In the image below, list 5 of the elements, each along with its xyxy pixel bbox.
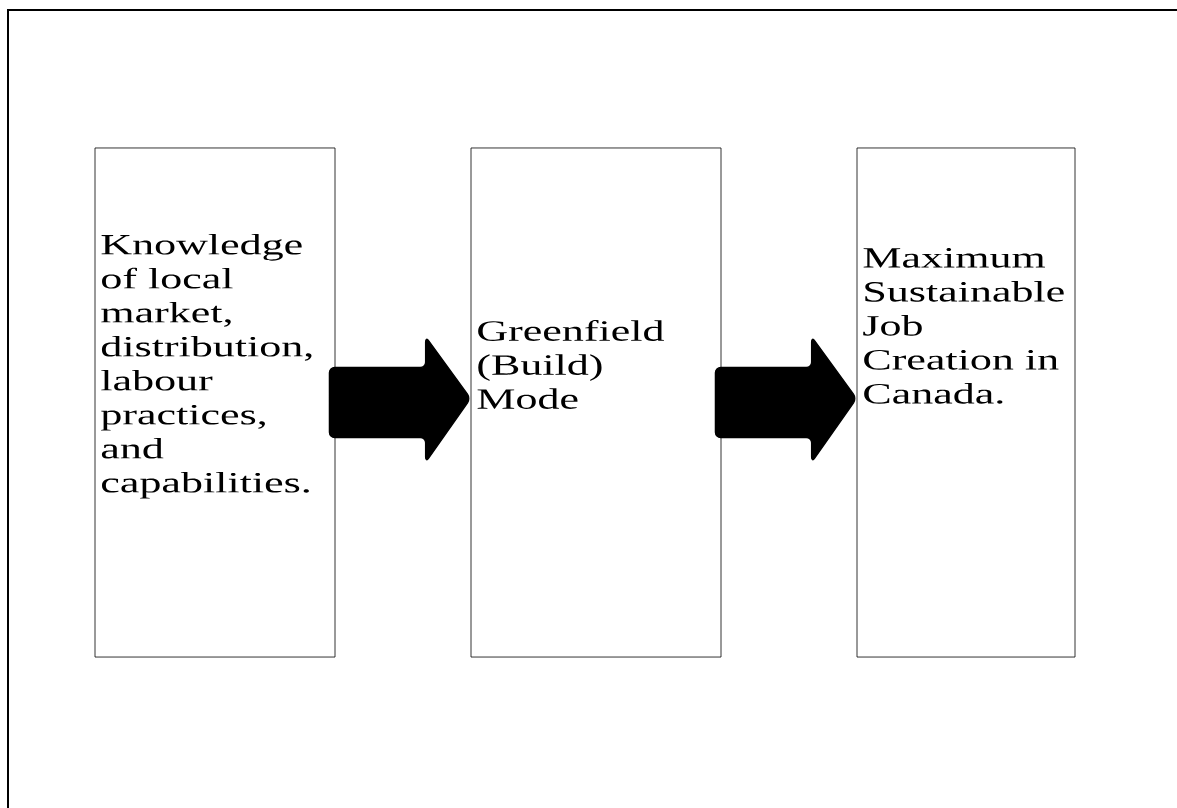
- block-arrow: [328, 338, 470, 461]
- text-box: Greenfield (Build) Mode: [470, 147, 722, 658]
- text-box: Knowledge of local market, distribution, labour practices, and capabilities.: [94, 147, 336, 658]
- block-arrow: [714, 338, 856, 461]
- text-box: Maximum Sustainable Job Creation in Canada.: [856, 147, 1076, 658]
